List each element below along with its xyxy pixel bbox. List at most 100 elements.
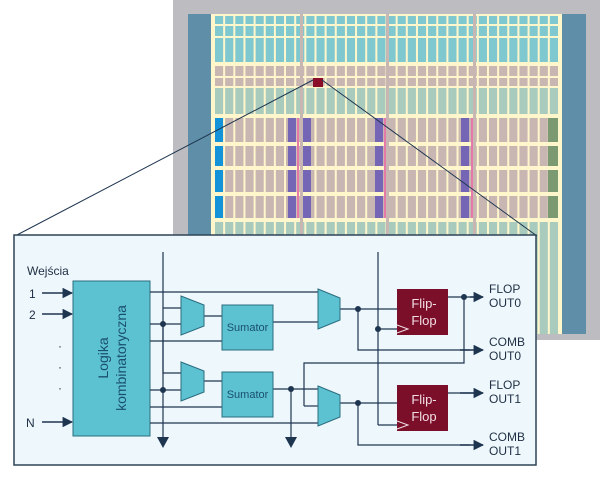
wire <box>303 297 465 406</box>
chip-logic-cell <box>519 118 528 142</box>
chip-logic-cell <box>346 146 356 166</box>
chip-logic-cell <box>245 26 254 36</box>
chip-logic-cell <box>326 66 335 76</box>
chip-logic-cell <box>225 66 234 76</box>
output-label-line1: FLOP <box>489 282 520 296</box>
chip-logic-cell <box>265 16 274 24</box>
chip-logic-cell <box>306 88 315 114</box>
chip-logic-cell <box>397 38 406 62</box>
chip-pll-block <box>548 196 558 218</box>
zoom-line-left <box>14 79 314 237</box>
chip-logic-cell <box>215 26 224 36</box>
chip-logic-cell <box>499 26 508 36</box>
chip-logic-cell <box>549 222 558 334</box>
chip-logic-cell <box>529 26 538 36</box>
chip-logic-cell <box>346 118 356 142</box>
chip-logic-cell <box>306 38 315 62</box>
chip-logic-cell <box>529 78 538 86</box>
chip-logic-cell <box>488 146 498 166</box>
chip-logic-cell <box>539 118 548 142</box>
down-arrow-icon <box>157 437 169 448</box>
chip-logic-cell <box>377 26 386 36</box>
chip-logic-cell <box>225 16 234 24</box>
input-2-label: 2 <box>29 308 36 322</box>
chip-logic-cell <box>428 170 437 192</box>
ellipsis-dot: · <box>58 381 62 395</box>
chip-logic-cell <box>225 88 234 114</box>
chip-logic-cell <box>438 38 447 62</box>
chip-logic-cell <box>448 16 457 24</box>
chip-logic-cell <box>438 16 447 24</box>
chip-memory-block <box>303 170 311 192</box>
chip-logic-cell <box>336 16 345 24</box>
chip-logic-cell <box>509 88 518 114</box>
mux-small-bottom <box>180 361 205 402</box>
chip-logic-cell <box>448 78 457 86</box>
chip-logic-cell <box>407 66 416 76</box>
chip-logic-cell <box>255 170 264 192</box>
chip-logic-cell <box>215 78 224 86</box>
chip-logic-cell <box>397 196 406 218</box>
chip-logic-cell <box>468 88 477 114</box>
chip-logic-cell <box>417 88 427 114</box>
chip-logic-cell <box>539 66 548 76</box>
chip-memory-block <box>288 118 296 142</box>
chip-logic-cell <box>529 88 538 114</box>
chip-logic-cell <box>549 38 558 62</box>
chip-logic-cell <box>458 26 467 36</box>
chip-logic-cell <box>387 16 396 24</box>
chip-logic-cell <box>346 16 356 24</box>
chip-logic-cell <box>529 146 538 166</box>
chip-logic-cell <box>468 66 477 76</box>
chip-logic-cell <box>346 66 356 76</box>
chip-logic-cell <box>448 146 457 166</box>
chip-logic-cell <box>428 38 437 62</box>
chip-logic-cell <box>306 16 315 24</box>
chip-logic-cell <box>448 170 457 192</box>
chip-logic-cell <box>265 196 274 218</box>
chip-logic-cell <box>488 170 498 192</box>
chip-logic-cell <box>478 26 487 36</box>
chip-logic-cell <box>275 26 285 36</box>
chip-logic-cell <box>387 88 396 114</box>
down-arrow-icon <box>285 437 297 448</box>
chip-logic-cell <box>245 196 254 218</box>
chip-logic-cell <box>225 170 234 192</box>
chip-logic-cell <box>509 66 518 76</box>
logic-element-panel: Wejścia 1 2 N · · · Logika kombinatorycz… <box>13 234 537 466</box>
chip-logic-cell <box>357 146 366 166</box>
chip-logic-cell <box>245 66 254 76</box>
chip-logic-cell <box>488 88 498 114</box>
chip-logic-cell <box>286 78 295 86</box>
chip-logic-cell <box>357 170 366 192</box>
chip-logic-cell <box>336 170 345 192</box>
chip-logic-cell <box>529 16 538 24</box>
inputs-label: Wejścia <box>27 264 69 278</box>
chip-logic-cell <box>235 78 244 86</box>
chip-logic-cell <box>539 16 548 24</box>
chip-logic-cell <box>316 26 325 36</box>
chip-logic-cell <box>417 78 427 86</box>
chip-logic-cell <box>468 16 477 24</box>
chip-logic-cell <box>488 118 498 142</box>
chip-logic-cell <box>255 26 264 36</box>
chip-logic-cell <box>397 118 406 142</box>
chip-logic-cell <box>478 146 487 166</box>
clock-input-icon <box>396 324 410 334</box>
chip-logic-cell <box>275 118 285 142</box>
chip-logic-cell <box>275 16 285 24</box>
chip-logic-cell <box>448 196 457 218</box>
chip-logic-cell <box>529 118 538 142</box>
chip-logic-cell <box>397 146 406 166</box>
chip-logic-cell <box>265 38 274 62</box>
chip-logic-cell <box>357 78 366 86</box>
chip-logic-cell <box>407 26 416 36</box>
chip-logic-cell <box>255 118 264 142</box>
chip-logic-cell <box>235 170 244 192</box>
chip-logic-cell <box>245 78 254 86</box>
chip-logic-cell <box>336 38 345 62</box>
chip-logic-cell <box>448 26 457 36</box>
chip-logic-cell <box>326 196 335 218</box>
chip-logic-cell <box>519 66 528 76</box>
chip-logic-cell <box>316 170 325 192</box>
